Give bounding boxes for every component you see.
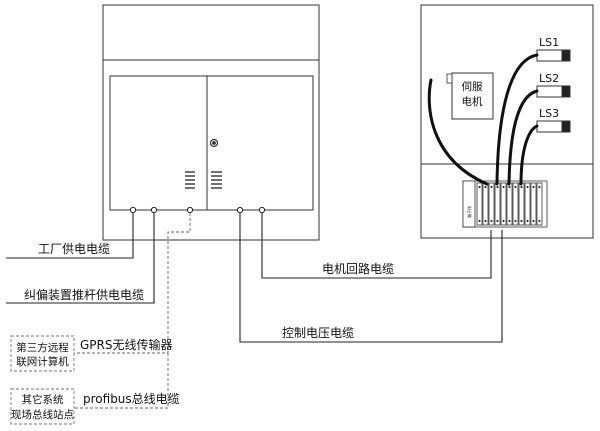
- servo-motor-label-1: 伺服: [462, 80, 483, 93]
- ls2-label: LS2: [539, 72, 559, 85]
- factory-power-cable-label: 工厂供电电缆: [38, 242, 110, 256]
- ls3-label: LS3: [539, 107, 559, 120]
- servo-motor: 伺服 电机: [446, 72, 494, 120]
- cable-glands: [129, 206, 266, 214]
- profibus-cable-label: profibus总线电缆: [83, 392, 180, 406]
- motor-loop-cable-label: 电机回路电缆: [322, 261, 394, 276]
- other-system-box: 其它系统 现场总线站点: [10, 388, 75, 425]
- communication-lines: [74, 213, 191, 409]
- pusher-power-cable-label: 纠偏装置推杆供电电缆: [24, 287, 144, 302]
- terminal-block-label: 端子排: [466, 206, 472, 218]
- remote-computer-box: 第三方远程 联网计算机: [10, 335, 75, 372]
- terminal-block: [462, 180, 548, 228]
- other-system-label-1: 其它系统: [22, 393, 64, 406]
- servo-motor-label-2: 电机: [462, 95, 483, 108]
- external-cables: [6, 213, 503, 343]
- internal-wiring: [427, 53, 539, 186]
- other-system-label-2: 现场总线站点: [11, 408, 74, 421]
- gprs-transmitter-label: GPRS无线传输器: [80, 337, 173, 352]
- control-cabinet: [102, 4, 320, 241]
- control-voltage-cable-label: 控制电压电缆: [282, 326, 354, 340]
- field-cabinet: [420, 4, 594, 239]
- remote-computer-label-2: 联网计算机: [16, 355, 69, 368]
- ls1-label: LS1: [539, 36, 559, 49]
- remote-computer-label-1: 第三方远程: [16, 341, 69, 354]
